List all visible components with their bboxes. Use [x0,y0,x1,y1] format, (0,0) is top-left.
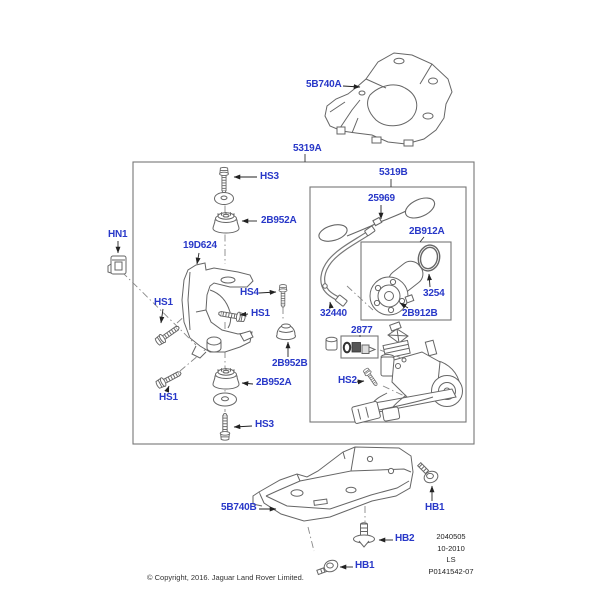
callout-hs1-upper-left[interactable]: HS1 [154,297,173,308]
hb1-lower-bolt [316,559,339,576]
callout-hs3-lower[interactable]: HS3 [255,419,274,430]
leader-lines-plain [304,154,425,337]
compressor-drawing [351,321,463,424]
upper-washer [214,192,234,205]
hs3-lower-bolt [219,413,231,441]
pump-drawing [369,260,424,316]
callout-tether-cable[interactable]: 25969 [368,193,395,204]
callout-clip-nut[interactable]: HN1 [108,229,128,240]
hs4-bolt [278,284,288,308]
hs2-bolt [362,366,380,388]
clip-nut-drawing [107,255,127,275]
filter-kit-box-outline [340,335,379,359]
hs3-upper-bolt [219,166,229,194]
callout-hs3-upper[interactable]: HS3 [260,171,279,182]
callout-hs2[interactable]: HS2 [338,375,357,386]
callout-o-ring[interactable]: 3254 [423,288,445,299]
callout-hs1-middle[interactable]: HS1 [251,308,270,319]
callout-mount-lower[interactable]: 2B952A [256,377,292,388]
callout-cover-lower[interactable]: 5B740B [221,502,257,513]
callout-hose[interactable]: 32440 [320,308,347,319]
callout-bracket[interactable]: 19D624 [183,240,217,251]
tether-cable-drawing [318,197,436,242]
grommet-drawing [276,323,296,341]
lower-washer [213,392,237,407]
hs1-upper-left-bolt [153,322,182,347]
leader-lines [115,84,435,570]
bracket-drawing [181,262,254,359]
callout-mount-upper[interactable]: 2B952A [261,215,297,226]
cover-lower-drawing [252,446,414,522]
filter-kit-drawing [325,336,377,354]
hb1-upper-bolt [416,461,439,484]
callout-hb2[interactable]: HB2 [395,533,415,544]
hose-drawing [320,225,376,307]
o-ring-drawing [417,244,441,272]
stamp-part-number: 2040505 [436,532,466,541]
stamp-plate-id: P0141542-07 [428,566,474,576]
main-box-outline [132,161,475,445]
plate-stamp: 2040505 10-2010 LS P0141542-07 [408,531,494,577]
callout-main-box[interactable]: 5319A [293,143,322,154]
hb2-pin [353,522,375,548]
callout-hs1-lower[interactable]: HS1 [159,392,178,403]
callout-filter-kit[interactable]: 2877 [351,325,373,336]
hs1-middle-bolt [217,308,247,324]
pump-kit-box-outline [360,241,452,321]
callout-cover-upper[interactable]: 5B740A [306,79,342,90]
stamp-date: 10-2010 [437,543,465,553]
cover-upper-drawing [324,52,453,147]
stamp-model-code: LS [446,555,456,565]
callout-pump-kit[interactable]: 2B912A [409,226,445,237]
mount-upper-drawing [212,211,240,234]
callout-hb1-upper[interactable]: HB1 [425,502,445,513]
callout-hb1-lower[interactable]: HB1 [355,560,375,571]
sub-box-outline [309,186,467,423]
callout-grommet[interactable]: 2B952B [272,358,308,369]
copyright-notice: © Copyright, 2016. Jaguar Land Rover Lim… [147,573,304,582]
callout-sub-box[interactable]: 5319B [379,167,408,178]
callout-pump[interactable]: 2B912B [402,308,438,319]
callout-hs4[interactable]: HS4 [240,287,259,298]
mount-lower-drawing [212,367,240,390]
